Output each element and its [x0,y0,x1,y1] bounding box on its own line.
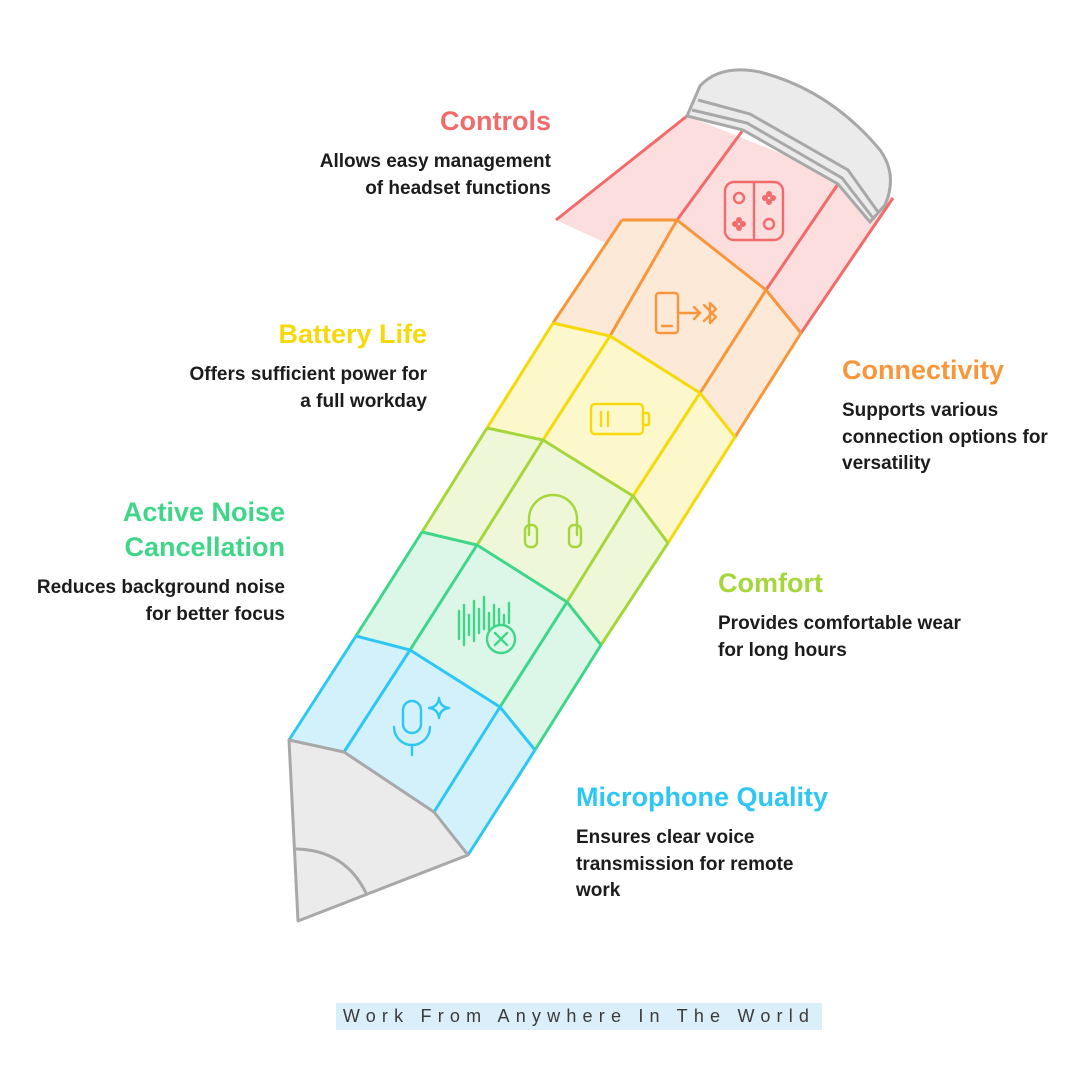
feature-microphone: Microphone Quality Ensures clear voice t… [576,780,828,905]
pencil-eraser [684,68,892,225]
feature-connectivity: Connectivity Supports various connection… [842,353,1048,478]
feature-description: Ensures clear voice transmission for rem… [576,827,794,901]
feature-anc: Active Noise Cancellation Reduces backgr… [37,495,285,628]
band-anc [354,530,603,751]
phone-bluetooth-icon [654,291,718,335]
game-controller-icon [723,180,785,242]
feature-title: Connectivity [842,355,1005,385]
headphones-icon [523,493,583,549]
feature-title: Comfort [718,568,823,598]
feature-controls: Controls Allows easy management of heads… [320,104,551,202]
feature-description: Allows easy management of headset functi… [319,151,551,199]
feature-comfort: Comfort Provides comfortable wear for lo… [718,566,961,664]
microphone-sparkle-icon [392,696,451,757]
band-comfort [420,426,670,646]
feature-description: Supports various connection options for … [842,400,1048,474]
pencil-tip [287,738,470,923]
feature-description: Provides comfortable wear for long hours [718,613,961,661]
feature-battery: Battery Life Offers sufficient power for… [189,317,427,415]
feature-description: Offers sufficient power for a full workd… [189,364,427,412]
feature-title: Microphone Quality [576,782,829,812]
feature-title: Controls [440,106,551,136]
noise-cancel-icon [457,595,517,655]
footer-banner: Work From Anywhere In The World [336,1003,822,1030]
feature-title: Active Noise Cancellation [122,497,285,562]
feature-title: Battery Life [278,319,427,349]
feature-description: Reduces background noise for better focu… [36,577,285,625]
battery-icon [589,402,651,436]
